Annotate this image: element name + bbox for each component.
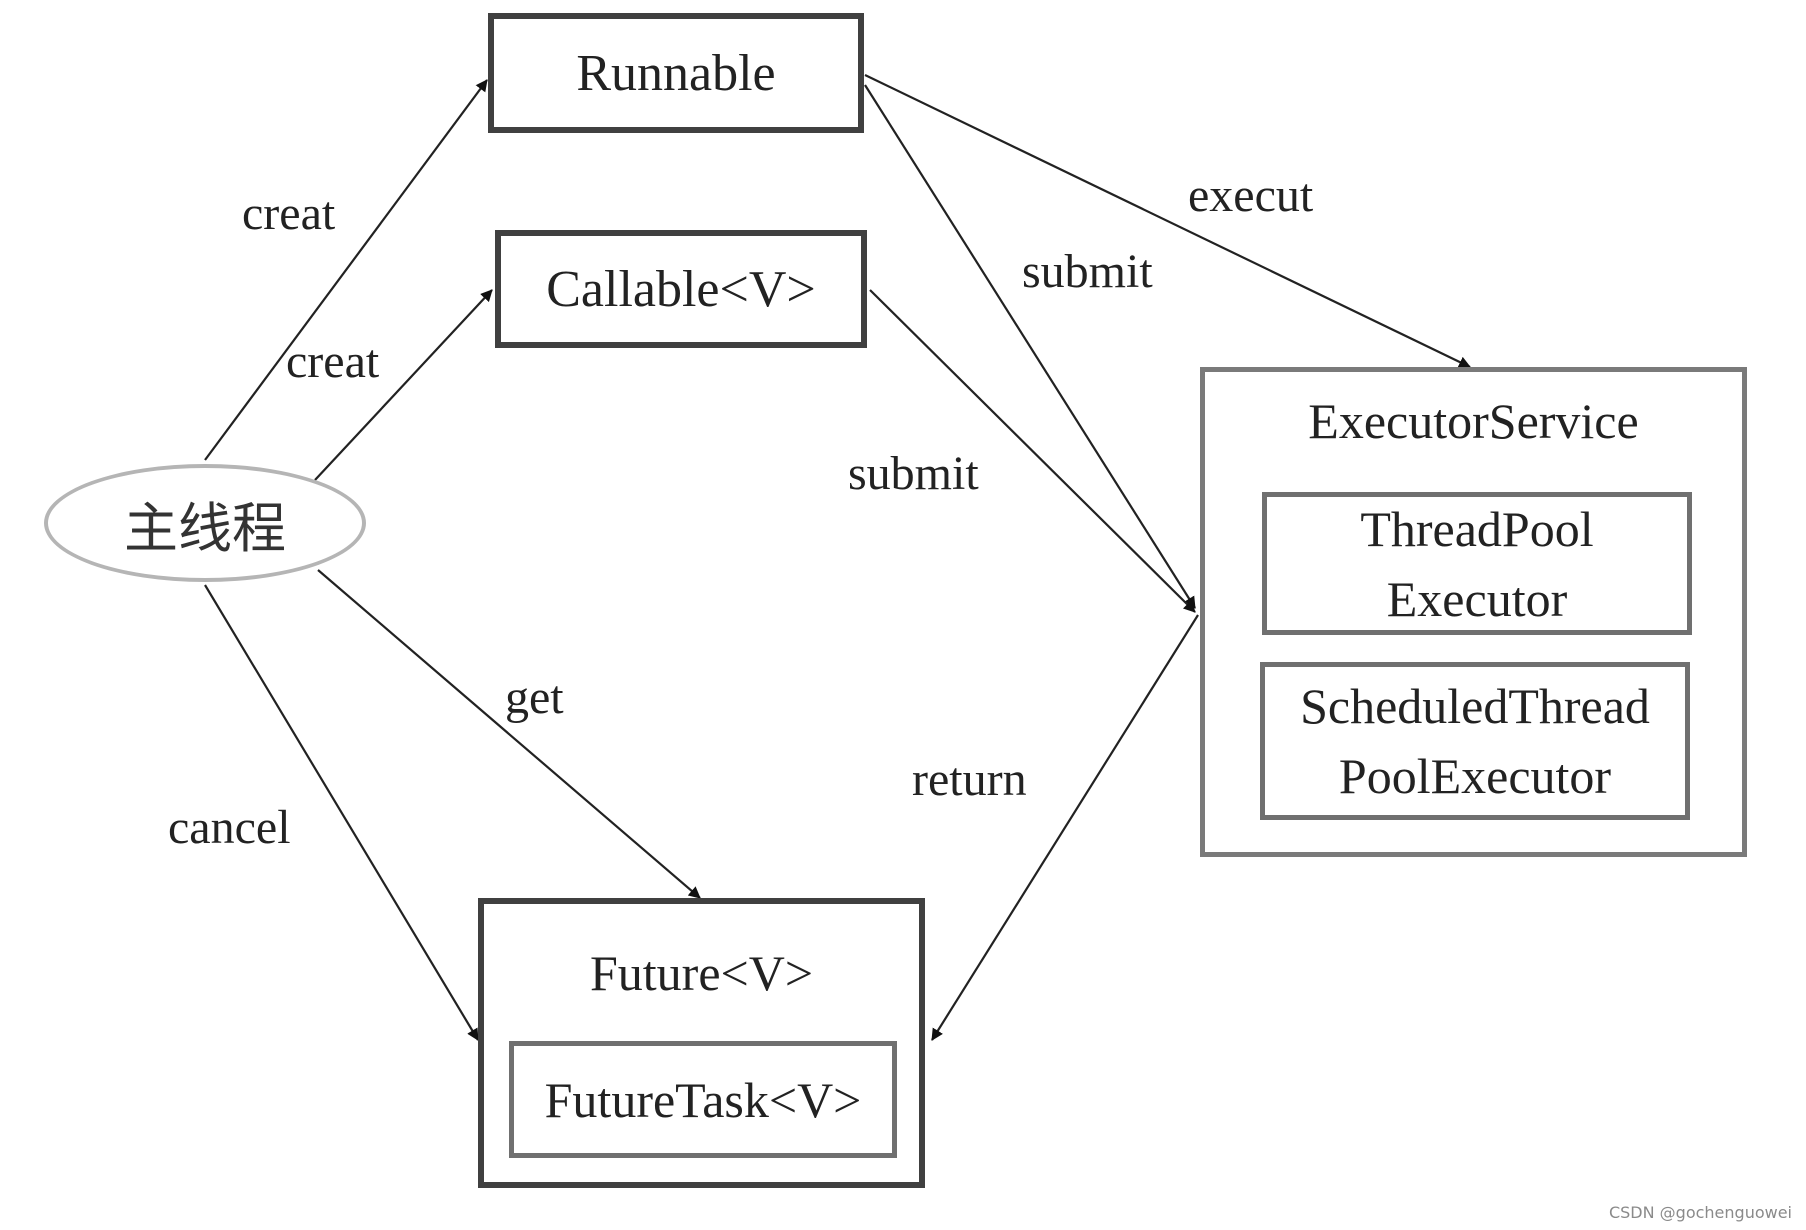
- executor-service-node: ExecutorService ThreadPool Executor Sche…: [1200, 367, 1747, 857]
- edge-cancel: [204, 584, 479, 1041]
- future-node: Future<V> FutureTask<V>: [478, 898, 925, 1188]
- runnable-label: Runnable: [576, 44, 776, 102]
- callable-node: Callable<V>: [495, 230, 867, 348]
- runnable-node: Runnable: [488, 13, 864, 133]
- future-title: Future<V>: [589, 945, 814, 1001]
- thread-pool-label-line1: ThreadPool: [1360, 500, 1594, 557]
- label-cancel: cancel: [168, 801, 291, 854]
- edge-creat-callable: [314, 289, 493, 481]
- label-creat-callable: creat: [286, 335, 380, 388]
- callable-label: Callable<V>: [546, 260, 816, 318]
- scheduled-label-line1: ScheduledThread: [1300, 678, 1650, 734]
- future-task-label: FutureTask<V>: [544, 1071, 862, 1128]
- label-submit-runnable: submit: [1022, 245, 1153, 298]
- label-submit-callable: submit: [848, 447, 979, 500]
- label-get: get: [505, 671, 564, 724]
- main-thread-label: 主线程: [124, 496, 286, 560]
- watermark: CSDN @gochenguowei: [1608, 1203, 1792, 1222]
- edge-submit-callable: [869, 289, 1196, 613]
- label-return: return: [912, 753, 1027, 806]
- thread-pool-label-line2: Executor: [1386, 570, 1568, 627]
- edge-return: [931, 614, 1199, 1041]
- edge-submit-runnable: [864, 84, 1196, 609]
- label-execut: execut: [1188, 169, 1314, 222]
- edge-creat-runnable: [204, 79, 488, 461]
- executor-service-title: ExecutorService: [1308, 393, 1639, 449]
- label-creat-runnable: creat: [242, 187, 336, 240]
- thread-pool-executor-node: ThreadPool Executor: [1262, 492, 1692, 635]
- main-thread-node: 主线程: [44, 464, 366, 582]
- future-task-node: FutureTask<V>: [509, 1041, 897, 1158]
- scheduled-thread-pool-executor-node: ScheduledThread PoolExecutor: [1260, 662, 1690, 820]
- scheduled-label-line2: PoolExecutor: [1338, 748, 1612, 804]
- edge-get: [317, 569, 701, 899]
- edge-execut: [864, 74, 1471, 368]
